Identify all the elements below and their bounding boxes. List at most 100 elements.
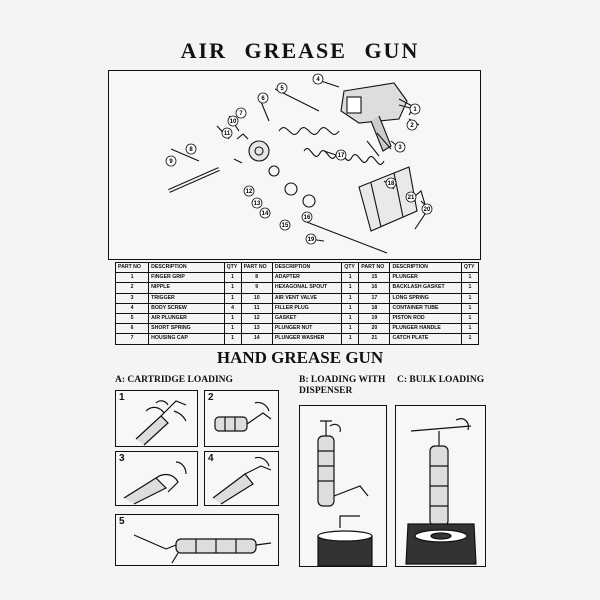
qty: 1 bbox=[460, 292, 480, 304]
callout-5: 5 bbox=[276, 82, 288, 94]
callout-14: 14 bbox=[259, 207, 271, 219]
qty: 1 bbox=[223, 272, 242, 284]
parts-list-table: PART NO DESCRIPTION QTY PART NO DESCRIPT… bbox=[114, 261, 480, 345]
part-no: 16 bbox=[358, 282, 391, 294]
section-a-heading: A: CARTRIDGE LOADING bbox=[115, 375, 233, 385]
part-no: 5 bbox=[114, 312, 150, 325]
step-3-illustration bbox=[123, 461, 187, 505]
svg-text:11: 11 bbox=[224, 131, 231, 137]
callout-19: 19 bbox=[305, 233, 317, 245]
svg-text:21: 21 bbox=[408, 195, 415, 201]
qty: 1 bbox=[341, 333, 360, 345]
svg-text:1: 1 bbox=[413, 107, 417, 113]
table-row: 6 SHORT SPRING 1 13 PLUNGER NUT 1 20 PLU… bbox=[114, 323, 480, 335]
description: HEXAGONAL SPOUT bbox=[271, 282, 343, 294]
qty: 1 bbox=[341, 282, 360, 294]
svg-text:17: 17 bbox=[338, 153, 345, 159]
callout-18: 18 bbox=[385, 177, 397, 189]
description: FINGER GRIP bbox=[148, 272, 225, 284]
table-header-row: PART NO DESCRIPTION QTY PART NO DESCRIPT… bbox=[114, 261, 480, 274]
svg-text:3: 3 bbox=[398, 145, 402, 151]
exploded-parts-diagram: 1 2 3 4 5 6 7 8 9 10 11 12 13 14 15 16 1… bbox=[108, 70, 481, 260]
step-2-illustration bbox=[214, 401, 272, 432]
part-no: 3 bbox=[114, 292, 150, 304]
svg-text:12: 12 bbox=[246, 189, 253, 195]
description: CONTAINER TUBE bbox=[389, 302, 462, 314]
qty: 1 bbox=[341, 292, 360, 304]
description: PLUNGER WASHER bbox=[271, 333, 343, 345]
callout-12: 12 bbox=[243, 185, 255, 197]
description: PISTON ROD bbox=[389, 312, 462, 325]
cartridge-step-2: 2 bbox=[204, 390, 279, 447]
step-5-illustration bbox=[133, 534, 272, 564]
svg-text:16: 16 bbox=[304, 215, 311, 221]
callout-15: 15 bbox=[279, 219, 291, 231]
part-no: 6 bbox=[114, 323, 150, 335]
description: PLUNGER HANDLE bbox=[389, 323, 462, 335]
table-row: 3 TRIGGER 1 10 AIR VENT VALVE 1 17 LONG … bbox=[114, 292, 480, 304]
svg-text:10: 10 bbox=[230, 119, 237, 125]
callout-4: 4 bbox=[312, 73, 324, 85]
svg-text:8: 8 bbox=[189, 147, 193, 153]
qty: 1 bbox=[460, 272, 480, 284]
part-no: 8 bbox=[240, 272, 273, 284]
part-no: 14 bbox=[240, 333, 273, 345]
qty: 1 bbox=[341, 312, 360, 325]
air-grease-gun-title: AIR GREASE GUN bbox=[180, 38, 420, 63]
part-no: 15 bbox=[358, 272, 391, 284]
svg-text:13: 13 bbox=[254, 201, 261, 207]
step-number: 2 bbox=[208, 392, 214, 403]
part-no: 9 bbox=[240, 282, 273, 294]
qty: 1 bbox=[341, 323, 360, 335]
callout-9: 9 bbox=[165, 155, 177, 167]
column-header: PART NO bbox=[114, 261, 150, 274]
section-b-heading: B: LOADING WITH DISPENSER bbox=[299, 375, 386, 396]
qty: 1 bbox=[341, 302, 360, 314]
part-no: 2 bbox=[114, 282, 150, 294]
qty: 1 bbox=[223, 333, 242, 345]
part-no: 7 bbox=[114, 333, 150, 345]
qty: 1 bbox=[460, 312, 480, 325]
callout-6: 6 bbox=[257, 92, 269, 104]
callout-13: 13 bbox=[251, 197, 263, 209]
qty: 1 bbox=[460, 302, 480, 314]
description: FILLER PLUG bbox=[271, 302, 343, 314]
step-1-illustration bbox=[135, 400, 187, 446]
svg-text:9: 9 bbox=[169, 159, 173, 165]
description: PLUNGER bbox=[389, 272, 462, 284]
bulk-loading-illustration bbox=[395, 405, 486, 567]
table-row: 5 AIR PLUNGER 1 12 GASKET 1 19 PISTON RO… bbox=[114, 312, 480, 325]
dispenser-loading-illustration bbox=[299, 405, 387, 567]
column-header: PART NO bbox=[240, 261, 273, 274]
description: BACKLASH GASKET bbox=[389, 282, 462, 294]
part-no: 13 bbox=[240, 323, 273, 335]
cartridge-step-3: 3 bbox=[115, 451, 198, 506]
part-no: 19 bbox=[358, 312, 391, 325]
qty: 1 bbox=[460, 333, 480, 345]
bulk-loading-drawing bbox=[405, 418, 477, 565]
column-header: DESCRIPTION bbox=[271, 261, 343, 274]
table-row: 7 HOUSING CAP 1 14 PLUNGER WASHER 1 21 C… bbox=[114, 333, 480, 345]
description: SHORT SPRING bbox=[148, 323, 225, 335]
part-no: 20 bbox=[358, 323, 391, 335]
part-no: 17 bbox=[358, 292, 391, 304]
column-header: QTY bbox=[460, 261, 480, 274]
description: AIR VENT VALVE bbox=[271, 292, 343, 304]
callout-3: 3 bbox=[394, 141, 406, 153]
svg-text:7: 7 bbox=[239, 111, 243, 117]
column-header: PART NO bbox=[358, 261, 391, 274]
description: HOUSING CAP bbox=[148, 333, 225, 345]
step-4-illustration bbox=[212, 456, 272, 505]
cartridge-step-1: 1 bbox=[115, 390, 198, 447]
qty: 1 bbox=[460, 282, 480, 294]
description: GASKET bbox=[271, 312, 343, 325]
description: LONG SPRING bbox=[389, 292, 462, 304]
part-no: 10 bbox=[240, 292, 273, 304]
step-number: 1 bbox=[119, 392, 125, 403]
svg-text:6: 6 bbox=[261, 96, 265, 102]
callout-7: 7 bbox=[235, 107, 247, 119]
description: CATCH PLATE bbox=[389, 333, 462, 345]
cartridge-step-5: 5 bbox=[115, 514, 279, 566]
svg-text:20: 20 bbox=[424, 207, 431, 213]
svg-text:19: 19 bbox=[308, 237, 315, 243]
